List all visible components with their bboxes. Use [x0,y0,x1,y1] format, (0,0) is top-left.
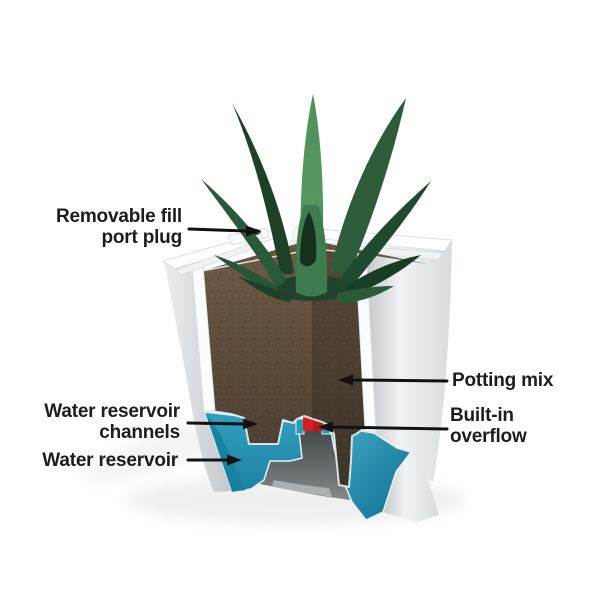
label-line: Built-in [450,405,514,426]
callout-arrows [186,225,449,466]
label-potting-mix: Potting mix [452,370,553,391]
label-line: Water reservoir [44,401,180,422]
label-water-reservoir: Water reservoir [42,450,178,471]
arrow-reservoir-channels [186,418,258,430]
label-line: Removable fill [55,206,182,227]
arrow-potting-mix [338,374,449,386]
pot-outer-walls [164,241,452,522]
soil-edge-left [211,410,314,445]
label-line: overflow [450,426,527,447]
reservoir-cavity [260,425,350,500]
pot-right-wall [366,241,452,482]
pot-left-wall [164,261,233,492]
label-water-reservoir-channels: Water reservoir channels [44,401,180,443]
rim-right-band [291,226,453,252]
label-built-in-overflow: Built-in overflow [450,405,527,447]
arrow-water-reservoir [186,454,242,466]
arrow-fill-port [187,225,261,237]
label-line: Water reservoir [42,450,178,471]
pot-bottom-right [383,452,439,522]
label-line: Potting mix [452,370,554,391]
reservoir-left-facet [205,412,246,492]
label-line: port plug [101,227,182,248]
arrow-built-in-overflow [318,421,449,433]
label-fill-port-plug: Removable fill port plug [56,206,182,248]
overflow-post-left [295,418,305,435]
cavity-floor-highlight [272,480,332,497]
label-line: channels [99,422,180,443]
